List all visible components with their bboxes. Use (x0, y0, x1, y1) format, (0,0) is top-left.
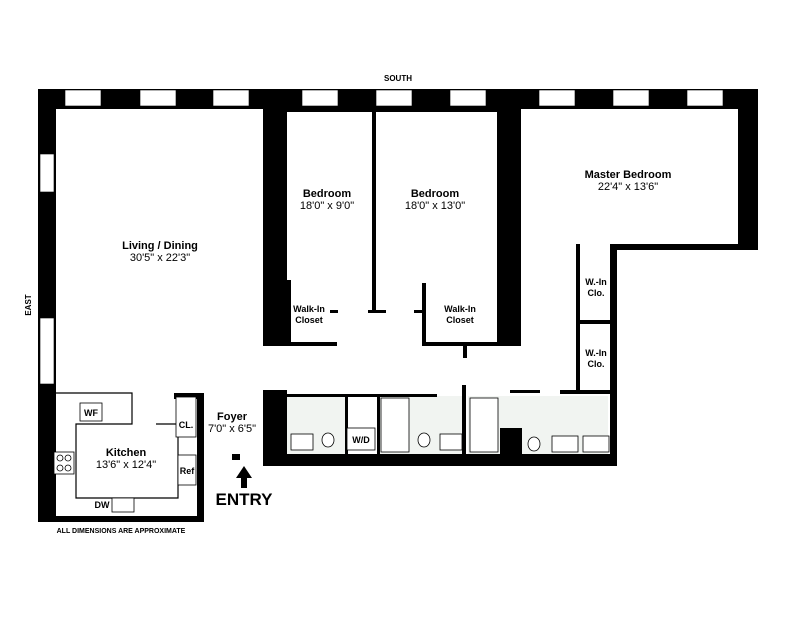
compass-east: EAST (24, 294, 33, 315)
coat-closet-label: CL. (179, 420, 194, 430)
interior-walls (232, 108, 610, 461)
entry-arrow-icon (236, 466, 252, 488)
walk-in-closet-2-label-2: Closet (446, 315, 474, 325)
foyer-dims: 7'0" x 6'5" (208, 423, 256, 435)
entry-label: ENTRY (216, 490, 274, 509)
w-in-closet-2-label: W.-In (585, 348, 607, 358)
foyer-title: Foyer (217, 411, 248, 423)
bedroom-1-title: Bedroom (303, 188, 352, 200)
compass-south: SOUTH (384, 74, 412, 83)
bedroom-1-dims: 18'0" x 9'0" (300, 200, 354, 212)
w-in-closet-1-label-2: Clo. (588, 288, 605, 298)
living-room-title: Living / Dining (122, 240, 198, 252)
wf-label: WF (84, 408, 98, 418)
kitchen-dims: 13'6" x 12'4" (96, 459, 156, 471)
bath-fixtures (290, 397, 610, 453)
master-bedroom-dims: 22'4" x 13'6" (598, 181, 658, 193)
bedroom-2-title: Bedroom (411, 188, 460, 200)
walk-in-closet-1-label-2: Closet (295, 315, 323, 325)
stove-icon (56, 454, 72, 472)
wd-label: W/D (352, 435, 370, 445)
east-windows (39, 153, 55, 385)
master-bedroom-title: Master Bedroom (585, 169, 672, 181)
w-in-closet-1-label: W.-In (585, 277, 607, 287)
dw-label: DW (95, 500, 110, 510)
bedroom-2-dims: 18'0" x 13'0" (405, 200, 465, 212)
walk-in-closet-2-label: Walk-In (444, 304, 476, 314)
kitchen-title: Kitchen (106, 447, 147, 459)
w-in-closet-2-label-2: Clo. (588, 359, 605, 369)
south-windows (64, 89, 724, 107)
walk-in-closet-1-label: Walk-In (293, 304, 325, 314)
approximate-dimensions-note: ALL DIMENSIONS ARE APPROXIMATE (57, 528, 186, 535)
ref-label: Ref (180, 466, 196, 476)
living-room-dims: 30'5" x 22'3" (130, 252, 190, 264)
